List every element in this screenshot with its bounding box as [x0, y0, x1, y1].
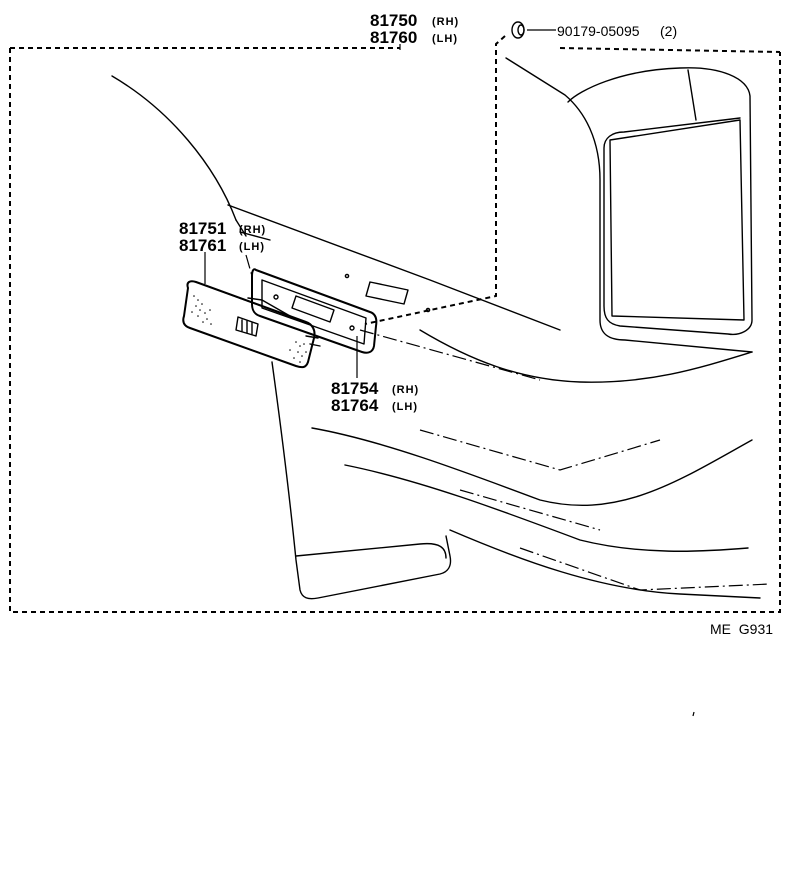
label-nut: 90179-05095 (2) — [557, 23, 677, 39]
vehicle-body — [111, 57, 771, 600]
diagram-frame — [9, 35, 781, 613]
part-number-81761: 81761 — [179, 236, 226, 255]
part-number-nut: 90179-05095 — [557, 23, 640, 39]
label-lens: 81751 (RH) 81761 (LH) — [179, 219, 266, 255]
label-assembly: 81750 (RH) 81760 (LH) — [370, 11, 459, 47]
part-number-81760: 81760 — [370, 28, 417, 47]
part-number-81750: 81750 — [370, 11, 417, 30]
side-rh-label: (RH) — [392, 384, 419, 396]
diagram-code: ME G931 — [710, 621, 773, 637]
side-rh-label: (RH) — [239, 224, 266, 236]
leader-lines — [204, 44, 401, 378]
side-lh-label: (LH) — [392, 401, 418, 413]
nut-icon — [511, 21, 556, 39]
part-number-81754: 81754 — [331, 379, 379, 398]
lens-stipple — [191, 295, 307, 363]
part-number-81751: 81751 — [179, 219, 226, 238]
gasket — [251, 268, 378, 354]
nut-qty: (2) — [660, 23, 677, 39]
scan-mark — [692, 711, 695, 717]
label-gasket: 81754 (RH) 81764 (LH) — [331, 379, 419, 415]
side-lh-label: (LH) — [239, 241, 265, 253]
side-lh-label: (LH) — [432, 33, 458, 45]
side-rh-label: (RH) — [432, 16, 459, 28]
side-marker-lamp-lens — [182, 280, 321, 369]
part-number-81764: 81764 — [331, 396, 379, 415]
